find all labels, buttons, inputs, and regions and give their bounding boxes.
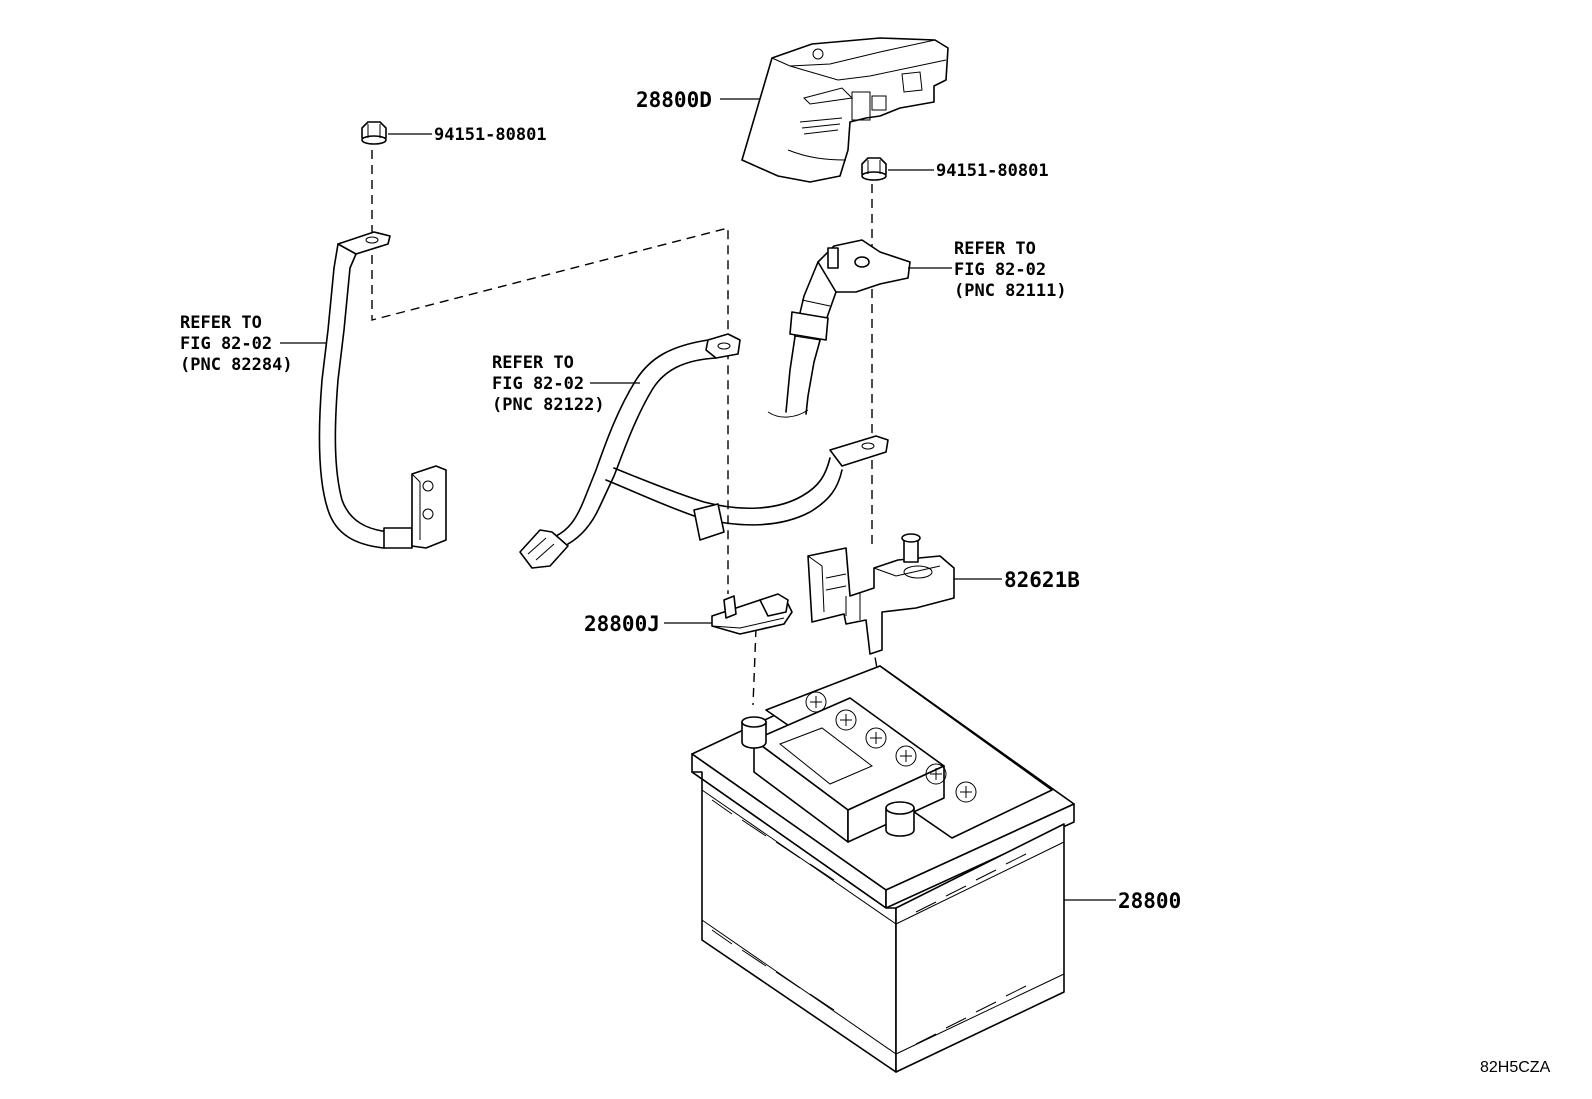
label-nut-left: 94151-80801: [434, 125, 547, 145]
nut-left[interactable]: [361, 121, 387, 145]
label-82621B: 82621B: [1004, 568, 1080, 592]
label-terminal-82111-line1: REFER TO: [954, 239, 1036, 259]
nut-right[interactable]: [861, 157, 887, 181]
label-cable-82122-line2: FIG 82-02: [492, 374, 584, 394]
battery-cable-82122[interactable]: [519, 333, 889, 569]
label-terminal-82111-line3: (PNC 82111): [954, 281, 1067, 301]
positive-terminal-82111[interactable]: [767, 239, 911, 418]
callouts: 28800D 94151-80801 94151-80801 REFER TO …: [180, 88, 1551, 1076]
ground-cable-82284[interactable]: [318, 231, 447, 549]
label-terminal-82111-line2: FIG 82-02: [954, 260, 1046, 280]
battery-terminal-cover[interactable]: [741, 37, 949, 183]
label-28800D: 28800D: [636, 88, 712, 112]
label-cable-82284-line2: FIG 82-02: [180, 334, 272, 354]
diagram-code: 82H5CZA: [1480, 1059, 1551, 1076]
label-cable-82122-line1: REFER TO: [492, 353, 574, 373]
label-nut-right: 94151-80801: [936, 161, 1049, 181]
label-cable-82284-line3: (PNC 82284): [180, 355, 293, 375]
label-cable-82284-line1: REFER TO: [180, 313, 262, 333]
leader-lines: [280, 98, 1116, 901]
label-cable-82122-line3: (PNC 82122): [492, 395, 605, 415]
label-28800: 28800: [1118, 889, 1181, 913]
fuse-block-82621B[interactable]: [807, 533, 955, 655]
battery-clamp-28800J[interactable]: [711, 593, 793, 635]
battery-28800[interactable]: [691, 665, 1075, 1073]
label-28800J: 28800J: [584, 612, 660, 636]
